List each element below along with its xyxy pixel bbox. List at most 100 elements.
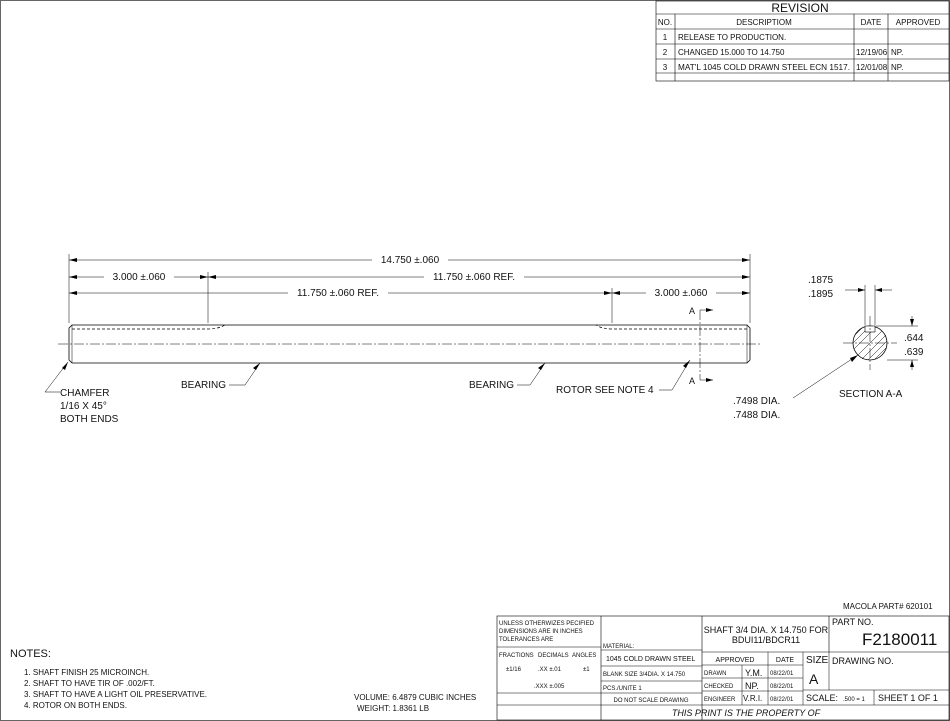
callouts: CHAMFER 1/16 X 45° BOTH ENDS BEARING BEA… <box>44 359 691 425</box>
pieces-per-unit: PCS./UNITE 1 <box>603 686 642 692</box>
keyway-width-min: .1895 <box>808 289 833 300</box>
overall-length-dimension: 14.750 ±.060 <box>381 255 440 266</box>
mass-properties: VOLUME: 6.4879 CUBIC INCHES WEIGHT: 1.83… <box>354 693 476 713</box>
right-reference-dimension: 11.750 ±.060 REF. <box>433 272 515 283</box>
right-end-dimension: 3.000 ±.060 <box>655 288 708 299</box>
drawing-title-line: BDUI11/BDCR11 <box>732 635 800 645</box>
tolerance-angles-value: ±1 <box>583 667 590 673</box>
volume-readout: VOLUME: 6.4879 CUBIC INCHES <box>354 693 476 702</box>
revision-row-no: 1 <box>663 33 668 42</box>
bearing-left-label: BEARING <box>181 380 226 391</box>
revision-title: REVISION <box>771 1 828 15</box>
note-item: 1. SHAFT FINISH 25 MICROINCH. <box>24 668 149 677</box>
engineer-by: V.R.I. <box>743 694 762 703</box>
rotor-label: ROTOR SEE NOTE 4 <box>556 385 654 396</box>
rotor-leader <box>659 359 691 391</box>
revision-row-date: 12/01/08 <box>856 63 888 72</box>
revision-row-no: 3 <box>663 63 668 72</box>
tolerance-fractions-value: ±1/16 <box>506 667 522 673</box>
approved-label: APPROVED <box>716 657 755 664</box>
section-marker-top: A <box>689 306 695 316</box>
tolerance-xxx-value: .XXX ±.005 <box>534 684 565 690</box>
size-label: SIZE <box>806 655 829 666</box>
revision-row-no: 2 <box>663 48 668 57</box>
tolerance-header-line: DIMENSIONS ARE IN INCHES <box>499 629 583 635</box>
revision-row-date: 12/19/06 <box>856 48 888 57</box>
tolerance-angles-label: ANGLES <box>572 653 596 659</box>
tolerance-header-line: TOLERANCES ARE <box>499 637 553 643</box>
note-item: 3. SHAFT TO HAVE A LIGHT OIL PRESERVATIV… <box>24 690 207 699</box>
drawing-number-label: DRAWING NO. <box>832 656 894 666</box>
diameter-min: .7488 DIA. <box>733 410 780 421</box>
chamfer-label: CHAMFER <box>60 388 109 399</box>
property-notice: THIS PRINT IS THE PROPERTY OF <box>672 708 821 718</box>
revision-table-frame <box>655 0 950 82</box>
revision-table: REVISION NO. DESCRIPTIOM DATE APPROVED 1… <box>655 0 950 82</box>
diameter-leader <box>792 354 859 399</box>
bearing-left-leader <box>229 362 261 386</box>
material-label: MATERIAL: <box>603 644 635 650</box>
title-block: UNLESS OTHERWIZES PECIFIED DIMENSIONS AR… <box>496 615 950 721</box>
section-marker-bottom: A <box>689 376 695 386</box>
notes-block: NOTES: 1. SHAFT FINISH 25 MICROINCH. 2. … <box>10 648 207 710</box>
checked-date: 08/22/01 <box>770 684 794 690</box>
note-item: 4. ROTOR ON BOTH ENDS. <box>24 701 127 710</box>
left-reference-dimension: 11.750 ±.060 REF. <box>297 288 379 299</box>
engineer-date: 08/22/01 <box>770 697 794 703</box>
do-not-scale-note: DO NOT SCALE DRAWING <box>613 698 688 704</box>
checked-by: NP. <box>745 681 759 691</box>
revision-row-description: MAT'L 1045 COLD DRAWN STEEL ECN 1517. <box>678 63 850 72</box>
tolerance-header-line: UNLESS OTHERWIZES PECIFIED <box>499 621 595 627</box>
section-cut-line: A A <box>689 306 713 386</box>
chamfer-note: BOTH ENDS <box>60 414 119 425</box>
notes-title: NOTES: <box>10 648 51 660</box>
revision-row-description: RELEASE TO PRODUCTION. <box>678 33 786 42</box>
keyway-depth-min: .639 <box>904 347 924 358</box>
tolerance-decimals-label: DECIMALS <box>538 653 569 659</box>
weight-readout: WEIGHT: 1.8361 LB <box>357 704 429 713</box>
sheet-number: SHEET 1 OF 1 <box>878 693 938 703</box>
section-a-a-view: .1875 .1895 .644 .639 .7498 DIA. .7488 D… <box>733 275 924 421</box>
bearing-right-leader <box>517 362 546 386</box>
engineer-label: ENGINEER <box>704 697 736 703</box>
scale-label: SCALE: <box>806 693 838 703</box>
dimensions: 14.750 ±.060 3.000 ±.060 11.750 ±.060 RE… <box>68 253 751 323</box>
chamfer-leader <box>44 361 69 393</box>
diameter-max: .7498 DIA. <box>733 396 780 407</box>
keyway-depth-max: .644 <box>904 333 924 344</box>
title-block-frame <box>496 615 950 721</box>
scale-value: .500 = 1 <box>843 697 866 703</box>
drawing-title-line: SHAFT 3/4 DIA. X 14.750 FOR <box>704 625 829 635</box>
revision-row-approved: NP. <box>891 63 903 72</box>
chamfer-size: 1/16 X 45° <box>60 401 107 412</box>
tolerance-xx-value: .XX ±.01 <box>538 667 562 673</box>
keyway-hidden-line-right <box>595 324 747 330</box>
blank-size: BLANK SIZE 3/4DIA. X 14.750 <box>603 672 686 678</box>
drawn-by: Y.M. <box>745 668 762 678</box>
revision-header-date: DATE <box>861 18 882 27</box>
left-end-dimension: 3.000 ±.060 <box>113 272 166 283</box>
keyway-width-max: .1875 <box>808 275 833 286</box>
revision-row-approved: NP. <box>891 48 903 57</box>
note-item: 2. SHAFT TO HAVE TIR OF .002/FT. <box>24 679 155 688</box>
tolerance-fractions-label: FRACTIONS <box>499 653 534 659</box>
material-value: 1045 COLD DRAWN STEEL <box>606 656 695 663</box>
macola-part-number: MACOLA PART# 620101 <box>843 602 933 611</box>
part-number: F2180011 <box>862 630 937 649</box>
revision-header-description: DESCRIPTIOM <box>736 18 792 27</box>
part-number-label: PART NO. <box>832 617 874 627</box>
shaft-side-view <box>58 324 762 364</box>
date-label: DATE <box>776 657 794 664</box>
revision-header-no: NO. <box>658 18 672 27</box>
keyway-hidden-line-left <box>72 324 226 330</box>
revision-row-description: CHANGED 15.000 TO 14.750 <box>678 48 785 57</box>
drawn-date: 08/22/01 <box>770 671 794 677</box>
section-title: SECTION A-A <box>839 389 903 400</box>
bearing-right-label: BEARING <box>469 380 514 391</box>
size-value: A <box>809 671 819 687</box>
checked-label: CHECKED <box>704 684 734 690</box>
revision-header-approved: APPROVED <box>896 18 941 27</box>
drawn-label: DRAWN <box>704 671 726 677</box>
